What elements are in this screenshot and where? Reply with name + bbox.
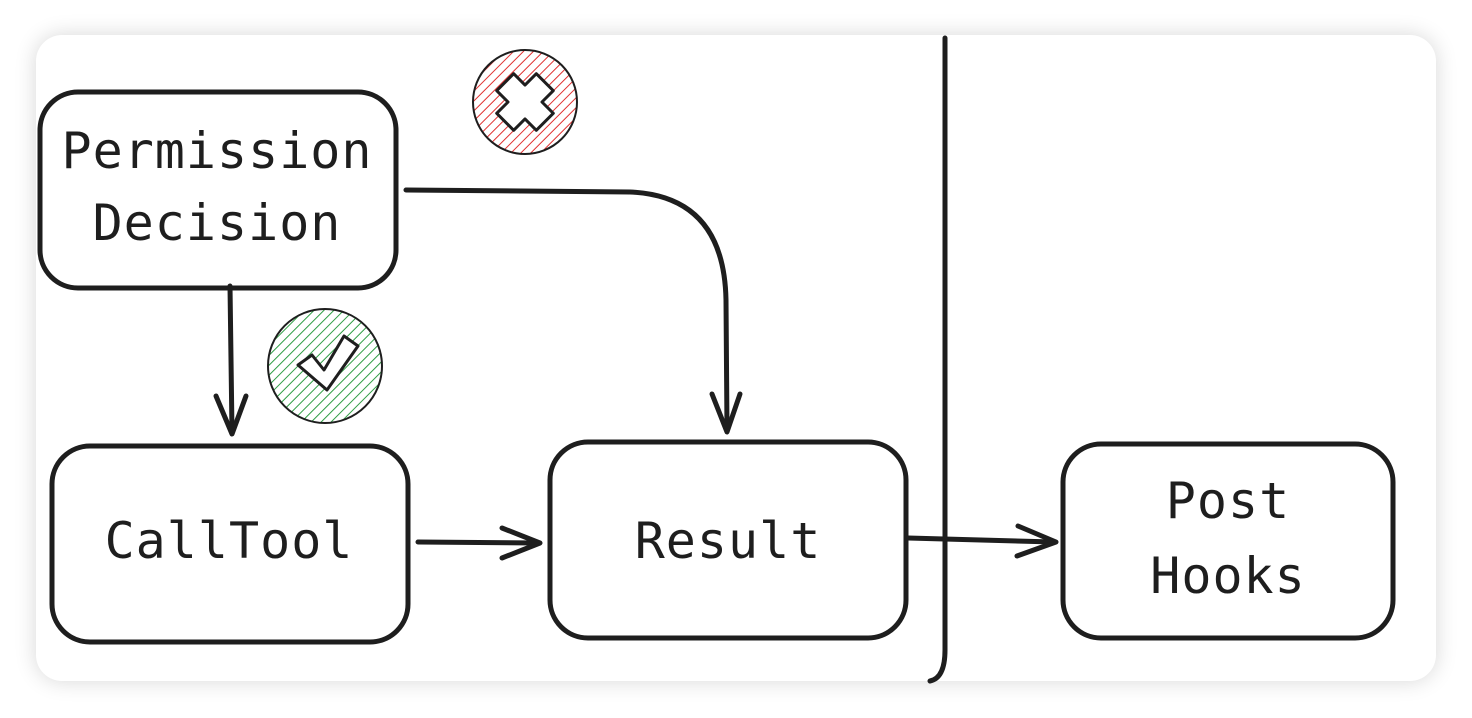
call-tool-label: CallTool <box>105 512 354 570</box>
post-hooks-node: Post Hooks <box>1060 441 1396 641</box>
arrow-calltool-to-result <box>415 525 543 561</box>
cross-icon <box>495 72 555 132</box>
deny-badge <box>472 49 578 155</box>
arrow-permission-to-result <box>403 187 743 435</box>
arrow-permission-to-calltool <box>213 283 249 437</box>
post-hooks-label-line1: Post <box>1166 472 1290 530</box>
call-tool-node: CallTool <box>49 443 411 645</box>
permission-decision-node: Permission Decision <box>37 89 399 291</box>
result-label: Result <box>635 512 822 570</box>
allow-badge <box>267 308 383 424</box>
arrow-result-to-posthooks <box>905 523 1059 559</box>
section-divider <box>927 35 948 684</box>
permission-decision-label-line2: Decision <box>93 194 342 252</box>
permission-decision-label-line1: Permission <box>61 122 372 180</box>
check-icon <box>296 334 360 392</box>
post-hooks-label-line2: Hooks <box>1150 547 1306 605</box>
result-node: Result <box>547 439 909 641</box>
